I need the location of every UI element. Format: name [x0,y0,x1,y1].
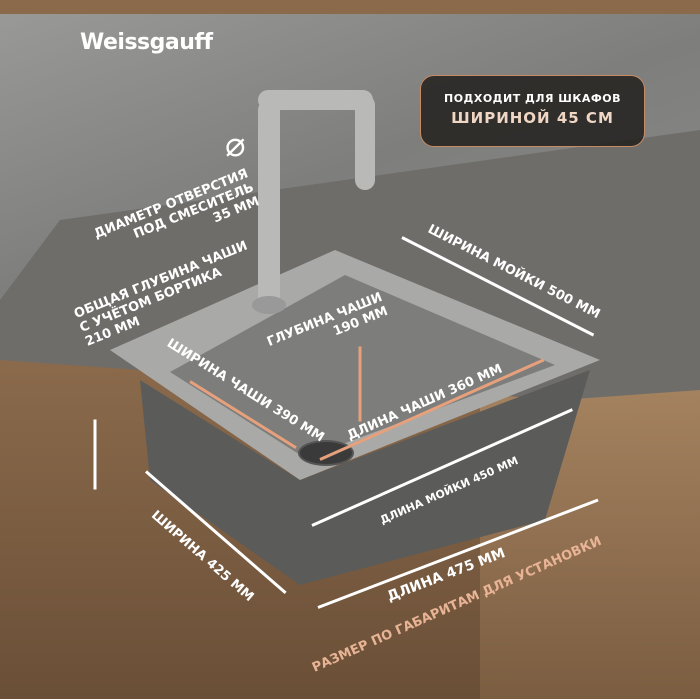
faucet-base [252,296,286,314]
total-depth-arrow [93,419,97,490]
faucet [258,100,280,310]
faucet-spout [355,95,375,190]
diameter-icon: ⌀ [225,125,246,165]
drain [298,440,354,466]
badge-line1: ПОДХОДИТ ДЛЯ ШКАФОВ [444,92,621,105]
upper-shelf [0,0,700,14]
brand-logo: Weissgauff [80,30,213,55]
badge-line2: ШИРИНОЙ 45 СМ [451,109,614,127]
faucet-arm [258,90,373,110]
bowl-depth-arrow [358,346,362,422]
cabinet-fit-badge: ПОДХОДИТ ДЛЯ ШКАФОВ ШИРИНОЙ 45 СМ [420,75,645,147]
